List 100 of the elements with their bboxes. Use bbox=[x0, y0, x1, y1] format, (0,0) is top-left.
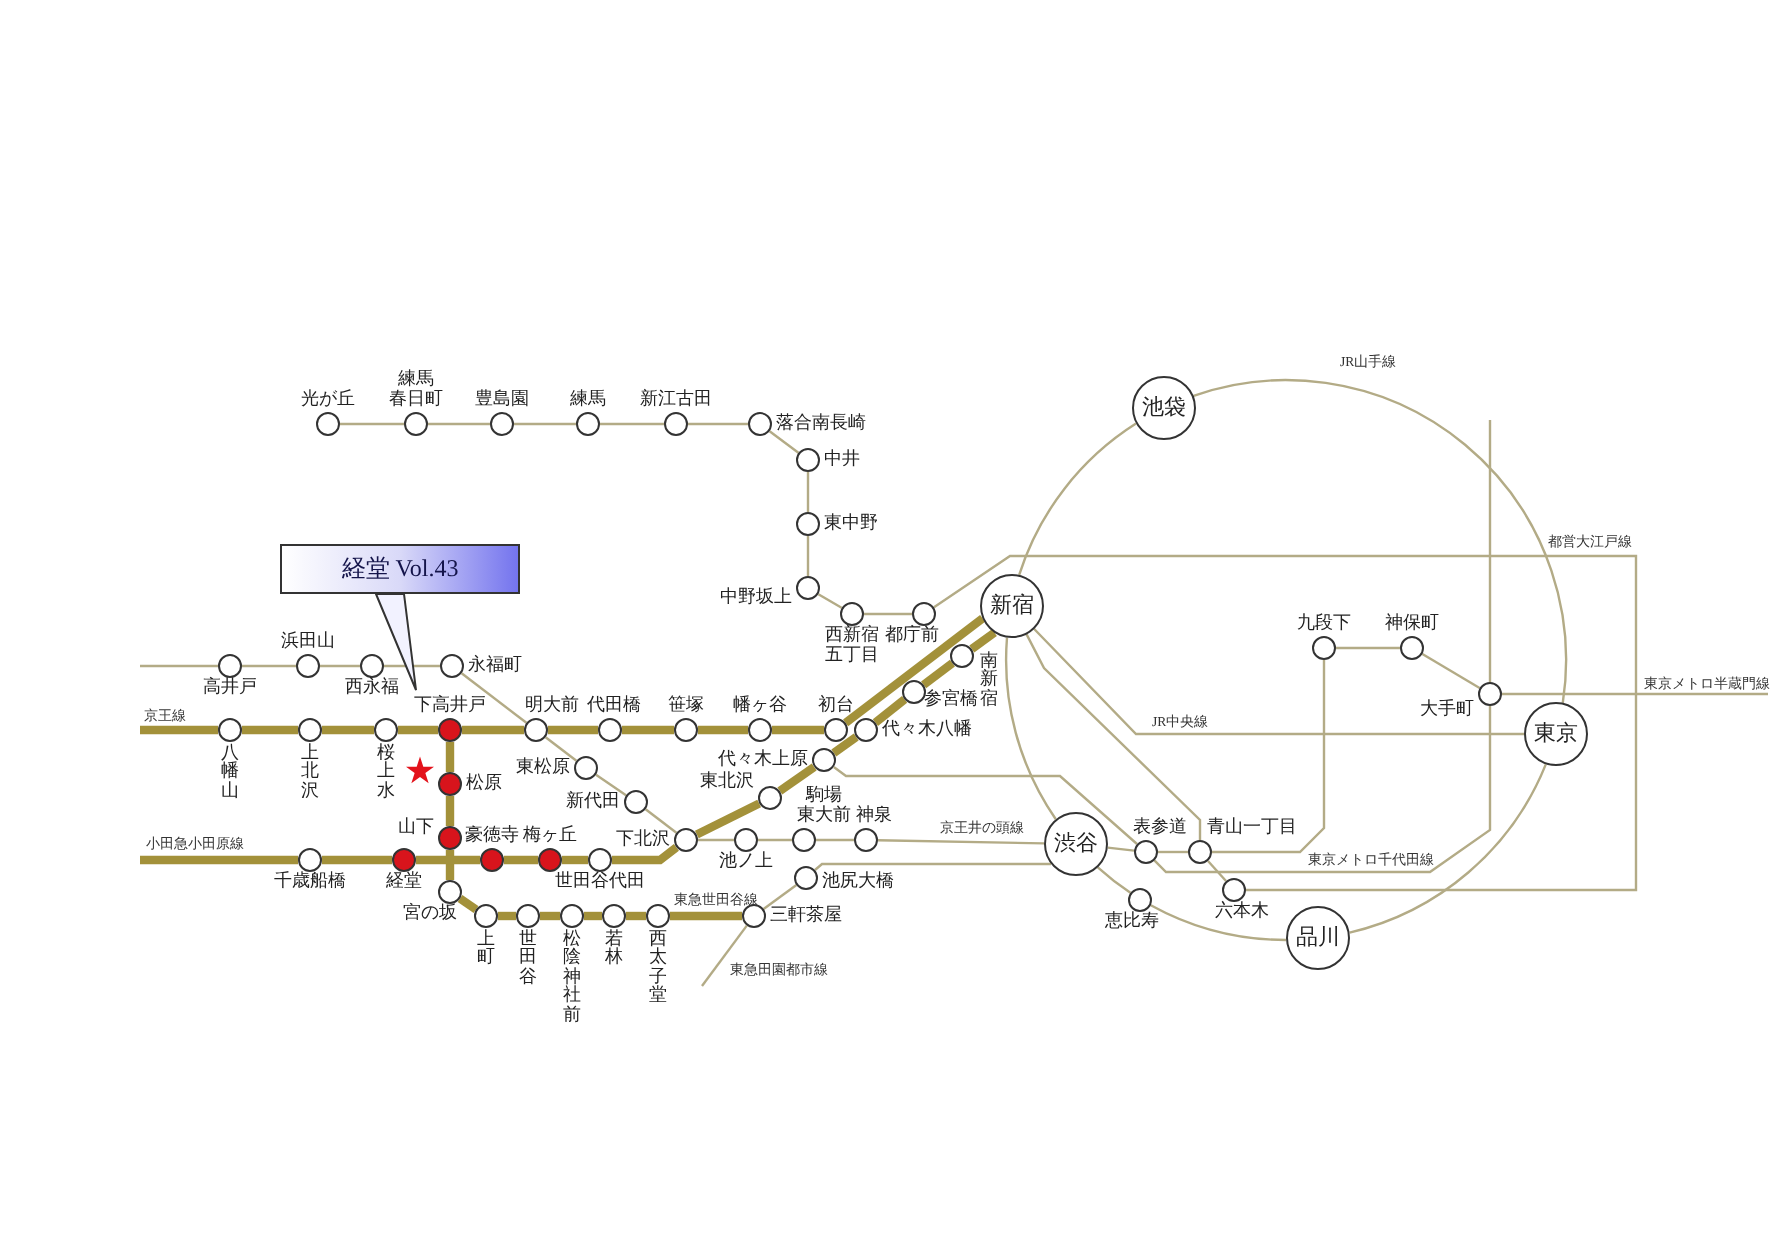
rail-line bbox=[416, 855, 480, 865]
rail-line bbox=[833, 766, 1138, 845]
station-name: 落合南長崎 bbox=[776, 414, 866, 434]
station-name: 上町 bbox=[477, 930, 495, 968]
rail-line bbox=[460, 672, 528, 724]
station-name: 上北沢 bbox=[301, 744, 319, 801]
station-name: 大手町 bbox=[1420, 700, 1474, 720]
station-name: 恵比寿 bbox=[1105, 912, 1159, 932]
station-name: 浜田山 bbox=[281, 632, 335, 652]
station-name: 光が丘 bbox=[301, 390, 355, 410]
station-name: 若林 bbox=[605, 930, 623, 968]
station-name: 池袋 bbox=[1142, 395, 1186, 421]
rail-line bbox=[758, 838, 792, 842]
rail-line bbox=[777, 763, 817, 795]
callout-text: 経堂 Vol.43 bbox=[341, 552, 459, 586]
rail-line bbox=[584, 911, 602, 921]
rail-line bbox=[1488, 420, 1492, 682]
rail-line bbox=[322, 855, 392, 865]
rail-line bbox=[242, 725, 298, 735]
rail-line bbox=[806, 536, 810, 576]
station-name: 初台 bbox=[818, 696, 854, 716]
rail-line bbox=[1421, 652, 1481, 690]
station-name: 八幡山 bbox=[221, 744, 239, 801]
rail-line bbox=[1193, 379, 1568, 703]
rail-line bbox=[622, 725, 674, 735]
station-name: 参宮橋 bbox=[924, 690, 978, 710]
rail-line bbox=[969, 629, 997, 653]
rail-line bbox=[768, 430, 800, 454]
station-name: 新江古田 bbox=[640, 390, 712, 410]
rail-line bbox=[694, 799, 762, 839]
rail-line bbox=[1005, 637, 1057, 820]
station-name: 表参道 bbox=[1133, 818, 1187, 838]
station-circle bbox=[1044, 812, 1108, 876]
station-name: 渋谷 bbox=[1054, 831, 1098, 857]
rail-line bbox=[698, 838, 734, 842]
rail-line bbox=[384, 664, 440, 668]
rail-line bbox=[1033, 628, 1524, 736]
rail-line bbox=[644, 808, 678, 834]
callout-box bbox=[280, 544, 520, 594]
rail-line bbox=[340, 422, 404, 426]
rail-line bbox=[595, 773, 627, 797]
rail-line bbox=[140, 725, 218, 735]
rail-line bbox=[445, 796, 455, 826]
station-name: 三軒茶屋 bbox=[770, 906, 842, 926]
station-name: 神泉 bbox=[856, 806, 892, 826]
station-name: 池尻大橋 bbox=[822, 872, 894, 892]
station-name: 代々木上原 bbox=[718, 750, 808, 770]
rail-line bbox=[457, 895, 479, 913]
station-name: 品川 bbox=[1296, 925, 1340, 951]
rail-line bbox=[843, 615, 986, 727]
rail-line bbox=[688, 422, 748, 426]
station-name: 桜上水 bbox=[377, 744, 395, 801]
station-name: 駒場東大前 bbox=[797, 786, 851, 826]
station-name: 青山一丁目 bbox=[1207, 818, 1297, 838]
rail-line bbox=[670, 911, 742, 921]
rail-line bbox=[1336, 646, 1400, 650]
station-name: 豪徳寺 bbox=[465, 826, 519, 846]
rail-line bbox=[140, 664, 218, 668]
station-name: 高井戸 bbox=[203, 678, 257, 698]
station-circle bbox=[1524, 702, 1588, 766]
station-name: 南新宿 bbox=[980, 651, 998, 709]
rail-line bbox=[1025, 633, 1202, 840]
station-name: 新代田 bbox=[566, 792, 620, 812]
rail-line bbox=[562, 855, 588, 865]
station-name: 永福町 bbox=[468, 656, 522, 676]
station-name: 松原 bbox=[466, 774, 502, 794]
rail-line bbox=[1349, 763, 1547, 934]
station-name: 梅ヶ丘 bbox=[523, 826, 577, 846]
station-name: 千歳船橋 bbox=[274, 872, 346, 892]
rail-line bbox=[445, 850, 455, 880]
rail-line bbox=[1212, 660, 1326, 854]
rail-line bbox=[1107, 846, 1135, 852]
rail-line bbox=[921, 659, 955, 689]
rail-line bbox=[772, 725, 824, 735]
rail-line bbox=[498, 911, 516, 921]
rail-line bbox=[140, 855, 298, 865]
station-name: 幡ヶ谷 bbox=[733, 696, 787, 716]
rail-line bbox=[701, 924, 748, 987]
rail-line bbox=[548, 725, 598, 735]
station-name: 代々木八幡 bbox=[882, 720, 972, 740]
station-circle bbox=[1286, 906, 1350, 970]
station-name: 世田谷代田 bbox=[555, 872, 645, 892]
rail-line bbox=[831, 733, 859, 757]
station-name: 山下 bbox=[398, 818, 434, 838]
rail-line bbox=[817, 593, 843, 609]
rail-line bbox=[514, 422, 576, 426]
station-name: 練馬春日町 bbox=[389, 370, 443, 410]
rail-line bbox=[1153, 706, 1492, 874]
rail-line bbox=[462, 725, 524, 735]
rail-line bbox=[1207, 860, 1227, 882]
station-name: 代田橋 bbox=[587, 696, 641, 716]
station-name: 東北沢 bbox=[700, 772, 754, 792]
station-name: 下北沢 bbox=[616, 830, 670, 850]
rail-line bbox=[814, 862, 1051, 871]
rail-line bbox=[544, 736, 578, 762]
station-name: 東京 bbox=[1534, 721, 1578, 747]
rail-line bbox=[445, 742, 455, 772]
station-name: 西永福 bbox=[345, 678, 399, 698]
station-circle bbox=[1132, 376, 1196, 440]
rail-line bbox=[540, 911, 560, 921]
